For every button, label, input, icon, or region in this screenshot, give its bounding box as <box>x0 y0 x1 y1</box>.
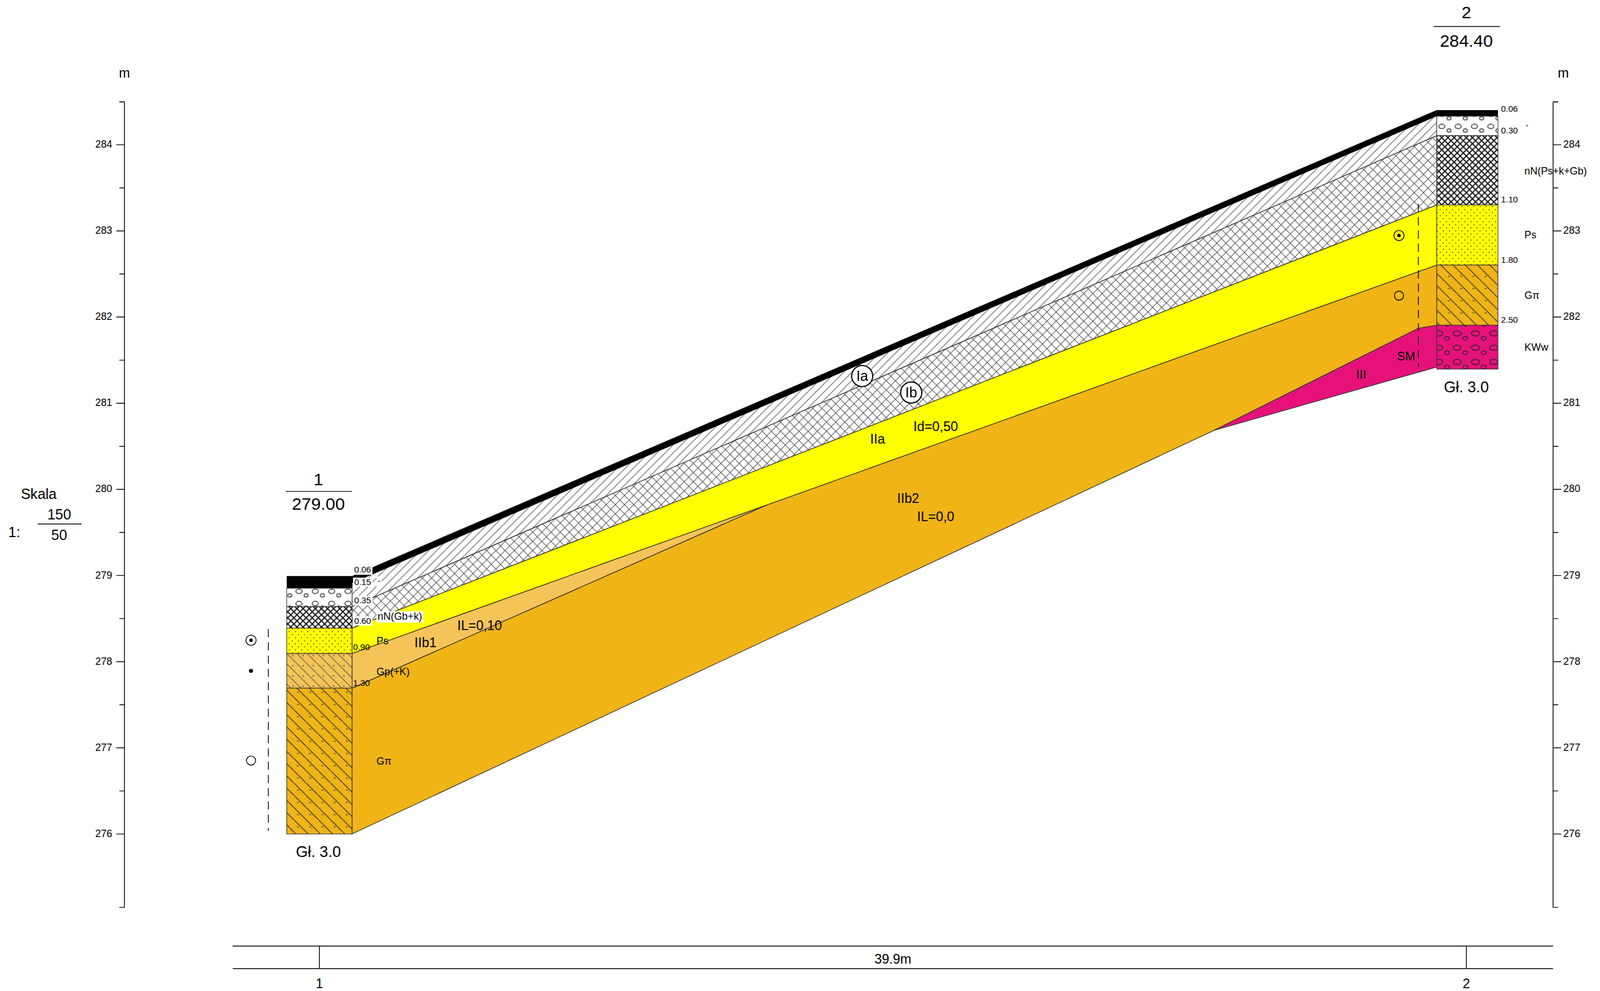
layer-number: IIb2 <box>897 491 920 507</box>
scale-label: Skala <box>21 486 58 503</box>
axis-value: 281 <box>95 397 113 409</box>
borehole-number: 1 <box>313 470 324 489</box>
soil-code: KWw <box>1524 342 1549 354</box>
layer-number: IIa <box>870 432 886 448</box>
distance-label: 39.9m <box>874 952 912 968</box>
borehole-axis-number: 1 <box>315 977 323 991</box>
depth-value: 0.90 <box>353 642 371 653</box>
depth-value: 0.15 <box>353 577 373 588</box>
depth-value: 1.10 <box>1500 195 1518 205</box>
soil-code: nN(Ps+k+Gb) <box>1524 165 1587 178</box>
layer-callout-circle: Ib <box>900 381 923 404</box>
borehole-elevation: 279.00 <box>292 494 346 514</box>
axis-value: 276 <box>95 828 113 841</box>
depth-value: 1.80 <box>1500 255 1518 266</box>
soil-code: Gπ <box>1524 290 1540 302</box>
soil-code: Ps <box>1524 229 1537 242</box>
soil-code: Gπ <box>376 756 392 768</box>
axis-value: 283 <box>1563 225 1581 237</box>
axis-value: 279 <box>95 570 113 582</box>
axis-value: 276 <box>1563 828 1581 841</box>
layer-callout-text: Ia <box>856 369 869 384</box>
scale-label: 1: <box>8 524 21 541</box>
borehole-depth: Gł. 3.0 <box>1443 379 1489 397</box>
borehole-number: 2 <box>1461 2 1472 22</box>
depth-value: 1.30 <box>353 678 371 689</box>
axis-value: 282 <box>95 311 113 323</box>
depth-value: 2.50 <box>1500 315 1518 326</box>
soil-code: Ps <box>376 636 389 648</box>
depth-value: 0.06 <box>353 565 373 575</box>
borehole-elevation: 284.40 <box>1439 31 1493 51</box>
axis-value: 281 <box>1563 397 1581 409</box>
axis-unit: m <box>1557 66 1569 81</box>
axis-value: 278 <box>1563 656 1581 668</box>
axis-value: 284 <box>1563 139 1581 151</box>
depth-value: 0.60 <box>353 616 373 627</box>
axis-value: 284 <box>95 139 113 151</box>
scale-value: 150 <box>47 507 72 524</box>
axis-value: 280 <box>1563 483 1581 496</box>
scale-value: 50 <box>51 527 68 544</box>
axis-value: 279 <box>1563 570 1581 582</box>
axis-value: 282 <box>1563 311 1581 323</box>
layer-number: IIb1 <box>414 636 437 651</box>
soil-code: SM <box>1396 350 1416 364</box>
axis-value: 277 <box>95 742 113 755</box>
dash-mark: - <box>1525 120 1529 131</box>
layer-number: III <box>1355 368 1367 383</box>
axis-value: 277 <box>1563 742 1581 755</box>
depth-value: 0.06 <box>1500 104 1518 115</box>
borehole-depth: Gł. 3.0 <box>296 844 342 862</box>
axis-value: 278 <box>95 656 113 668</box>
layer-parameter: Id=0,50 <box>913 419 958 435</box>
depth-value: 0.35 <box>353 596 373 606</box>
depth-value: 0.30 <box>1500 126 1518 136</box>
soil-code: nN(Gb+k) <box>376 611 424 623</box>
dash-mark: - <box>376 576 382 587</box>
axis-value: 283 <box>95 225 113 237</box>
layer-callout-text: Ib <box>905 385 918 400</box>
layer-parameter: IL=0,0 <box>917 509 955 525</box>
axis-value: 280 <box>95 483 113 496</box>
axis-unit: m <box>119 66 131 81</box>
borehole-axis-number: 2 <box>1462 977 1470 991</box>
soil-code: Gp(+K) <box>376 666 410 679</box>
layer-callout-circle: Ia <box>851 365 874 388</box>
layer-parameter: IL=0,10 <box>457 618 502 634</box>
